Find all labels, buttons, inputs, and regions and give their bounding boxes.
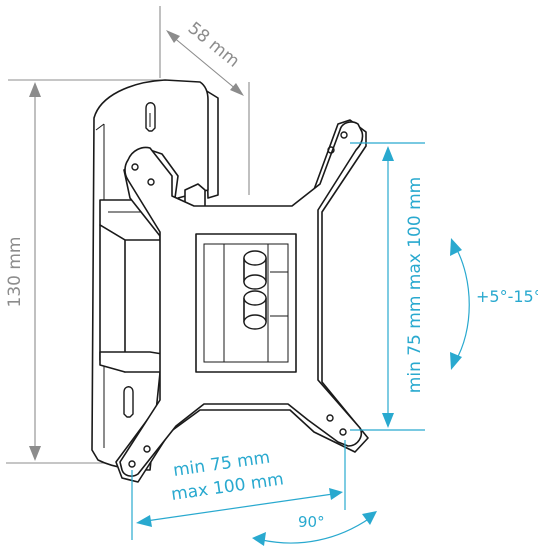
vesa-vertical-label: min 75 mm max 100 mm xyxy=(405,177,425,393)
vesa-plate xyxy=(115,119,369,483)
tilt-pin-upper xyxy=(243,250,267,290)
swivel-label: 90° xyxy=(298,513,325,531)
bottom-keyhole-slot xyxy=(123,386,134,418)
height-label: 130 mm xyxy=(5,237,25,308)
swivel-indicator: 90° xyxy=(252,511,377,546)
depth-label: 58 mm xyxy=(184,18,243,71)
center-window xyxy=(195,233,297,373)
height-dimension: 130 mm xyxy=(5,79,170,464)
tilt-pin-lower xyxy=(243,290,267,330)
vesa-vertical-dimension: min 75 mm max 100 mm xyxy=(350,142,425,431)
tilt-indicator: +5°-15° xyxy=(450,238,538,370)
vesa-holes xyxy=(128,131,348,468)
tilt-label: +5°-15° xyxy=(476,287,538,306)
top-keyhole-slot xyxy=(145,102,156,132)
